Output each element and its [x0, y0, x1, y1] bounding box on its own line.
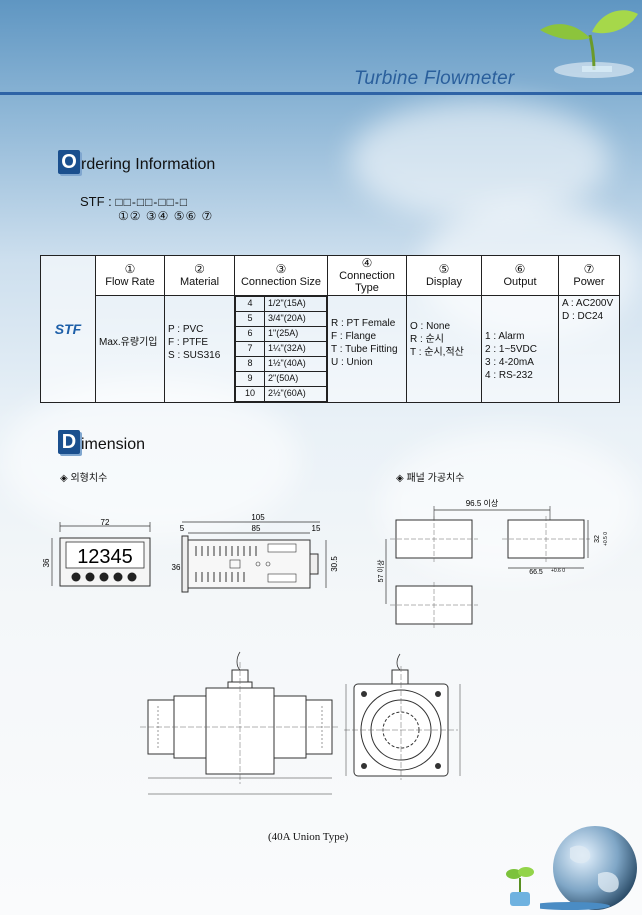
panel-cut-height-tol: +0.5 0 [603, 532, 609, 546]
code-boxes: □□-□□-□□-□ [115, 195, 189, 209]
flow-rate-cell: Max.유량기입 [95, 295, 165, 403]
panel-cut-height-label: 32 [594, 535, 601, 543]
heading-initial-icon: O [58, 150, 80, 174]
side-front-label: 5 [180, 524, 185, 533]
front-button [113, 572, 123, 582]
flowmeter-end-drawing [344, 653, 461, 780]
drawing-caption: (40A Union Type) [268, 831, 349, 843]
code-prefix: STF : [80, 194, 112, 209]
front-button [71, 572, 81, 582]
front-button [85, 572, 95, 582]
ordering-heading-text: rdering Information [81, 156, 216, 173]
code-numbers: ①② ③④ ⑤⑥ ⑦ [118, 209, 214, 223]
side-body-label: 85 [252, 524, 261, 533]
panel-spacing-label: 96.5 이상 [466, 498, 499, 508]
power-cell: A : AC200V D : DC24 [558, 295, 620, 403]
order-code: STF : □□-□□-□□-□ [80, 194, 188, 209]
panel-cutout-drawing: 96.5 이상 32 +0.5 0 66.5 +0.6 0 57 이상 [376, 498, 609, 628]
display-digits: 12345 [77, 546, 133, 568]
display-cell: O : None R : 순시 T : 순시,적산 [406, 295, 482, 403]
cloud-decoration [350, 100, 610, 220]
front-button [99, 572, 109, 582]
heading-initial-icon: D [58, 430, 80, 454]
outer-dimension-label: ◈ 외형치수 [60, 473, 108, 484]
sprout-logo [540, 10, 638, 78]
side-conn-height-label: 30.5 [330, 556, 339, 572]
dimension-heading: D imension [58, 430, 145, 454]
plant-icon [506, 867, 534, 906]
flowmeter-side-drawing [140, 651, 340, 795]
output-cell: 1 : Alarm 2 : 1~5VDC 3 : 4-20mA 4 : RS-2… [481, 295, 559, 403]
ordering-heading: O rdering Information [58, 150, 215, 174]
side-view-drawing: 105 5 85 15 36 30.5 [172, 513, 339, 593]
front-height-label: 36 [42, 558, 51, 567]
panel-vert-spacing-label: 57 이상 [376, 559, 385, 582]
model-cell: STF [40, 255, 96, 403]
front-button [127, 572, 137, 582]
dimension-heading-text: imension [81, 436, 146, 453]
side-total-label: 105 [251, 513, 265, 522]
front-view-drawing: 72 36 12345 [42, 518, 151, 587]
page-title: Turbine Flowmeter [354, 68, 515, 89]
material-cell: P : PVC F : PTFE S : SUS316 [164, 295, 235, 403]
globe-icon [540, 826, 637, 910]
connection-type-cell: R : PT Female F : Flange T : Tube Fittin… [327, 295, 407, 403]
side-height-label: 36 [172, 563, 181, 572]
cloud-decoration [0, 380, 300, 540]
panel-cut-width-label: 66.5 [529, 569, 543, 576]
side-rear-label: 15 [312, 524, 321, 533]
panel-cut-width-tol: +0.6 0 [551, 568, 565, 574]
header-divider [0, 92, 642, 95]
front-width-label: 72 [101, 518, 110, 527]
panel-cutout-label: ◈ 패널 가공치수 [396, 473, 465, 484]
